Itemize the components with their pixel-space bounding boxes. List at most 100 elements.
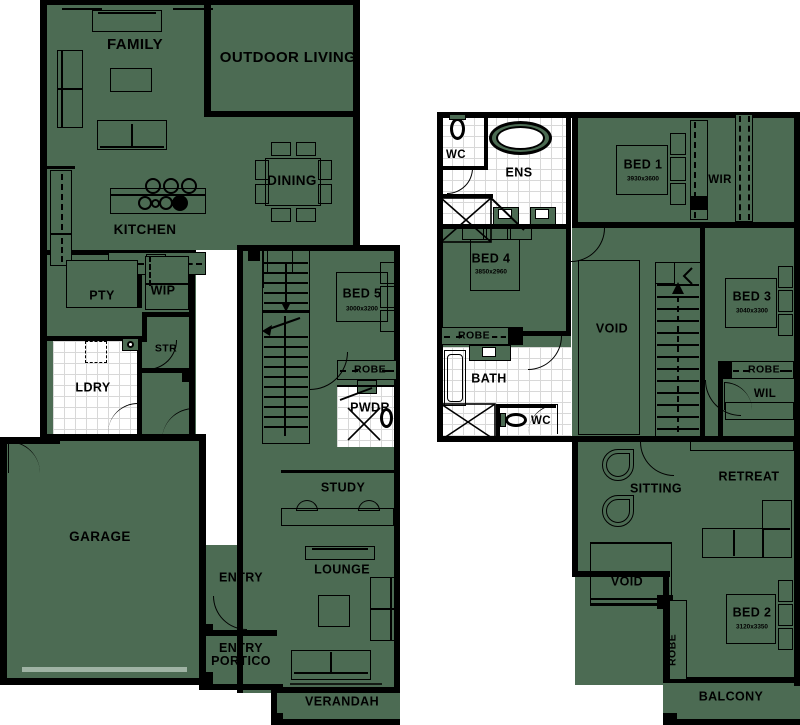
ff-wall-wc-right — [484, 114, 488, 168]
gf-garage-door — [22, 667, 187, 672]
ff-stair-5 — [657, 332, 699, 334]
room-label-wir: WIR — [708, 173, 732, 186]
ff-bed2-side-2 — [778, 604, 793, 626]
ff-wall-bed1-bot — [572, 222, 800, 228]
gf-wall-left — [40, 0, 47, 440]
room-label-study: STUDY — [320, 480, 366, 495]
gf-wall-hall-bot — [271, 687, 400, 693]
gf-lounge-table — [318, 595, 350, 627]
gf-wall-portico-top — [199, 630, 277, 636]
gf-tv-line-4 — [173, 8, 213, 10]
ff-wall-robe2-l — [663, 571, 669, 683]
ff-bed2-mattress — [726, 594, 776, 644]
ff-wc2-toilet — [505, 413, 527, 427]
ff-stair-8 — [657, 368, 699, 370]
room-label-verandah: VERANDAH — [304, 694, 380, 709]
gf-wip-dash — [149, 256, 151, 286]
ff-wir-dash-r2 — [748, 116, 750, 220]
room-label-kitchen: KITCHEN — [113, 221, 177, 237]
ff-wall-void-r — [700, 226, 705, 441]
gf-sofa-family — [97, 120, 167, 150]
gf-stool-1 — [145, 178, 161, 194]
gf-dining-chair-l2 — [255, 184, 269, 204]
room-label-entry: ENTRY — [219, 570, 263, 585]
room-label-void-top: VOID — [595, 321, 629, 336]
gf-wall-garage-top — [0, 437, 60, 444]
gf-stair-nub — [248, 249, 260, 261]
gf-wall-wip-right — [189, 250, 195, 340]
ff-sitting-chair-2 — [602, 495, 634, 527]
gf-wall-verandah-left — [271, 687, 277, 725]
room-label-retreat: RETREAT — [718, 469, 780, 484]
gf-dining-chair-br — [296, 208, 316, 222]
ff-wall-top — [437, 112, 800, 118]
ff-wall-wc2-t — [496, 404, 556, 408]
ff-robe-bath-d2 — [492, 336, 506, 338]
gf-stair-s5 — [264, 302, 308, 304]
ff-stair-3 — [657, 308, 699, 310]
ff-void2-outline — [590, 542, 672, 604]
gf-lounge-sofa-bot-back — [294, 672, 368, 674]
gf-wall-dining-bot — [237, 245, 400, 251]
ff-retreat-shelf-top — [690, 441, 794, 451]
ff-wc2-cistern — [500, 413, 506, 427]
gf-outdoor-fill — [210, 0, 357, 115]
ff-stair-2 — [657, 296, 699, 298]
gf-tv-line-3 — [173, 2, 213, 4]
ff-sitting-chair-1b — [606, 453, 630, 477]
gf-stair-top-box — [267, 249, 293, 273]
ff-wc-toilet — [450, 118, 465, 140]
ff-bed3-side-3 — [778, 314, 793, 336]
gf-bed5-mattress — [336, 272, 388, 322]
ff-bed1-side-3 — [670, 183, 686, 205]
room-label-str: STR — [154, 342, 178, 355]
gf-pwdr-basin — [357, 380, 377, 394]
ff-wall-bed1-l — [572, 112, 578, 227]
room-label-lounge: LOUNGE — [314, 562, 370, 577]
ff-wall-balcony-top — [663, 677, 800, 683]
ff-wall-balcony-nub — [663, 713, 677, 725]
gf-stool-2 — [163, 178, 179, 194]
room-label-garage: GARAGE — [69, 528, 131, 544]
gf-wall-portico-nub — [199, 672, 213, 686]
ff-wall-right-upper — [794, 112, 800, 232]
ff-stair-shaft — [655, 262, 701, 437]
ff-ens-basin-1 — [498, 209, 512, 219]
gf-cabinet-dash — [61, 238, 63, 262]
room-label-bed2: BED 2 — [732, 605, 772, 620]
room-label-wip: WIP — [150, 283, 176, 298]
ff-void2-top — [590, 542, 672, 544]
gf-fridge-dash — [61, 174, 63, 230]
room-label-wc-ens: WC — [446, 148, 466, 161]
gf-stair-shaft — [262, 248, 310, 444]
ff-ens-tub-inner — [496, 126, 545, 150]
ff-void-outline — [578, 260, 640, 435]
gf-sofa-family-mid — [131, 124, 133, 148]
gf-robe-dash-2 — [382, 370, 394, 372]
annotation-bed4-dims: 3850x2960 — [475, 268, 507, 276]
gf-stair-top-closet — [262, 248, 264, 288]
ff-stair-12 — [657, 416, 699, 418]
gf-wall-verandah-nub — [271, 713, 283, 725]
annotation-bed1-dims: 3930x3600 — [627, 175, 659, 183]
ff-bed3-side-1 — [778, 266, 793, 288]
gf-wall-outdoor-left — [204, 0, 211, 116]
gf-ldry-machine — [85, 341, 107, 363]
room-label-ldry: LDRY — [75, 380, 111, 395]
ff-wall-bed4-right — [566, 228, 571, 336]
gf-wip-shelf-2 — [145, 284, 189, 310]
gf-stair-s13 — [264, 406, 308, 408]
ff-bed1-mattress — [616, 145, 668, 195]
gf-garage-fill — [0, 440, 205, 685]
gf-dining-chair-r2 — [318, 184, 332, 204]
gf-stair-s15 — [264, 426, 308, 428]
annotation-robe-gf: ROBE — [354, 363, 386, 376]
annotation-bed2-dims: 3120x3350 — [736, 623, 768, 631]
ff-wall-left — [437, 112, 443, 442]
gf-wall-family-top — [40, 0, 210, 5]
gf-pwdr-toilet — [380, 408, 393, 428]
gf-dining-chair-l1 — [255, 160, 269, 180]
gf-stair-s14 — [264, 416, 308, 418]
gf-stair-s10 — [264, 376, 308, 378]
